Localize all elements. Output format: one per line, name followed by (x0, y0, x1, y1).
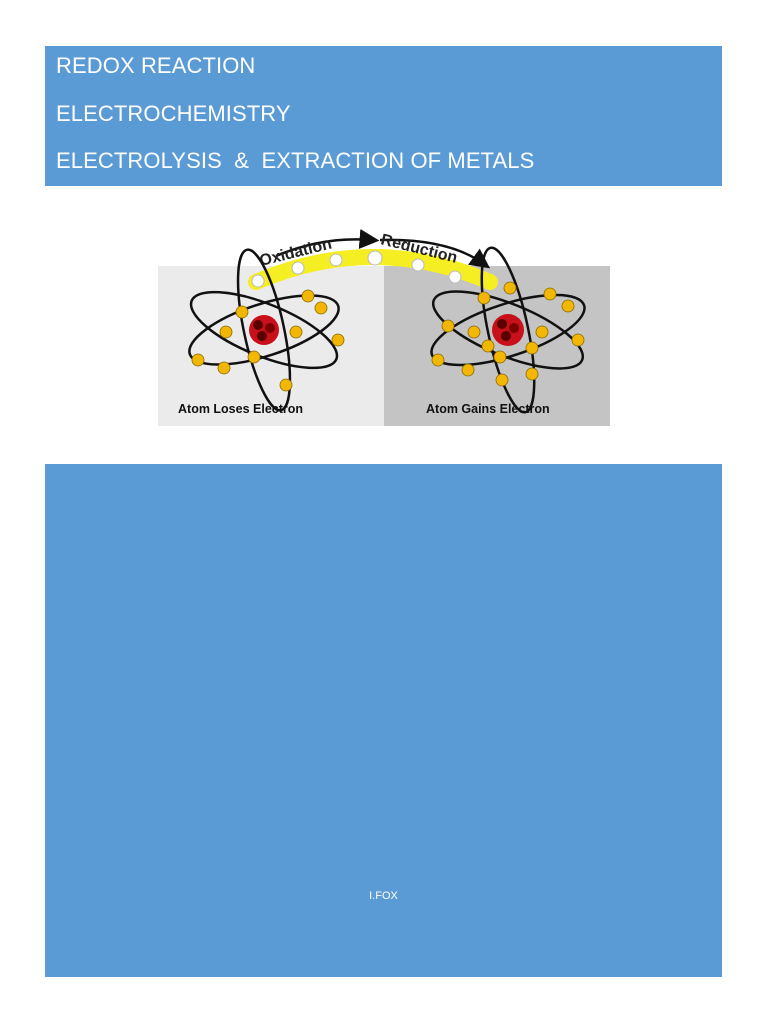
redox-illustration: Oxidation Reduction (158, 220, 610, 426)
arc-electron (448, 270, 462, 284)
arc-electron (367, 250, 383, 266)
arc-electron (251, 274, 265, 288)
author-name: I.FOX (369, 890, 398, 902)
arc-electrons (251, 250, 462, 288)
right-panel (384, 266, 610, 426)
arc-electron (411, 258, 425, 272)
left-atom (188, 248, 345, 412)
left-panel (158, 266, 384, 426)
arc-electron (329, 253, 343, 267)
left-caption: Atom Loses Electron (178, 402, 303, 416)
title-line-3: ELECTROLYSIS & EXTRACTION OF METALS (56, 148, 535, 173)
right-caption: Atom Gains Electron (426, 402, 550, 416)
title-line-2: ELECTROCHEMISTRY (56, 100, 291, 126)
redox-diagram-svg: Oxidation Reduction (158, 229, 610, 426)
oxidation-arrow (275, 229, 380, 258)
title-box: REDOX REACTION ELECTROCHEMISTRY ELECTROL… (45, 46, 722, 186)
reduction-arrow (379, 238, 491, 269)
right-nucleus (492, 314, 524, 346)
title-line-1: REDOX REACTION (56, 53, 256, 78)
bottom-box: I.FOX (45, 464, 722, 977)
arc-electron (291, 261, 305, 275)
right-atom (430, 246, 586, 414)
